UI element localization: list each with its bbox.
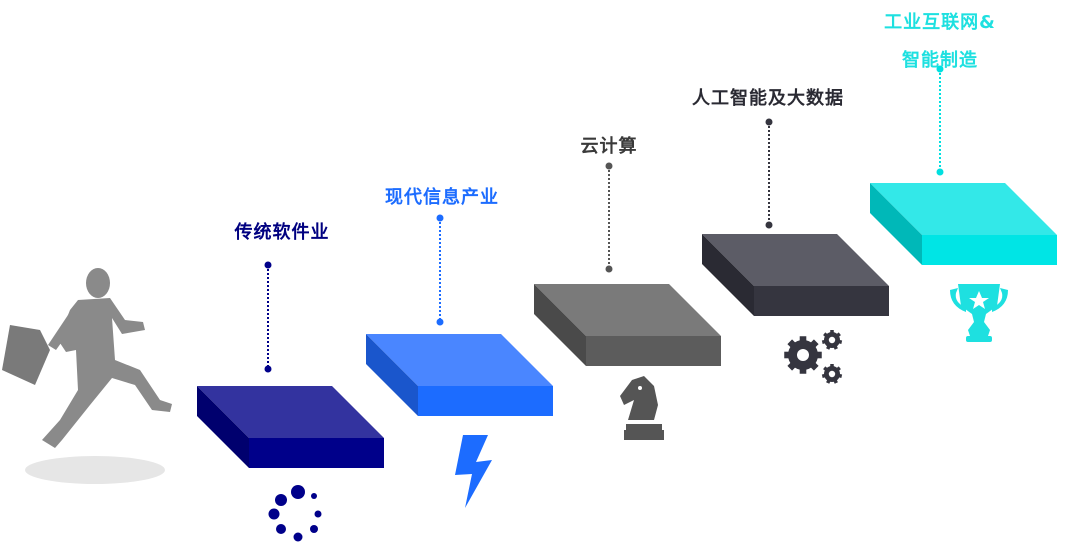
step-top-face (870, 183, 1057, 235)
step-2 (366, 214, 553, 416)
step-front-face (249, 438, 384, 468)
connector-line (605, 162, 613, 273)
step-side-face (702, 234, 754, 316)
trophy-icon (950, 284, 1008, 342)
step-front-face (586, 336, 721, 366)
step-top-face (197, 386, 384, 438)
connector-line (765, 118, 773, 229)
businessman-silhouette (2, 268, 172, 484)
loading-dots-icon (268, 485, 322, 542)
gears-icon (784, 330, 843, 384)
step-front-face (754, 286, 889, 316)
step-label-cloud-computing: 云计算 (580, 136, 638, 157)
step-label-industrial-internet-line1: 工业互联网& (884, 12, 996, 33)
step-label-industrial-internet-line2: 智能制造 (902, 50, 978, 71)
step-front-face (922, 235, 1057, 265)
step-top-face (366, 334, 553, 386)
step-side-face (197, 386, 249, 468)
step-side-face (870, 183, 922, 265)
connector-line (264, 261, 272, 373)
step-5 (870, 65, 1057, 265)
connector-line (936, 65, 944, 176)
step-3 (534, 162, 721, 366)
step-side-face (534, 284, 586, 366)
step-front-face (418, 386, 553, 416)
step-side-face (366, 334, 418, 416)
lightning-icon (455, 435, 492, 508)
step-top-face (702, 234, 889, 286)
step-1 (197, 261, 384, 468)
connector-line (436, 214, 444, 326)
chess-knight-icon (620, 376, 664, 440)
step-top-face (534, 284, 721, 336)
step-label-modern-information: 现代信息产业 (385, 187, 499, 208)
step-4 (702, 118, 889, 316)
step-label-ai-big-data: 人工智能及大数据 (692, 88, 844, 109)
step-label-traditional-software: 传统软件业 (234, 222, 330, 243)
